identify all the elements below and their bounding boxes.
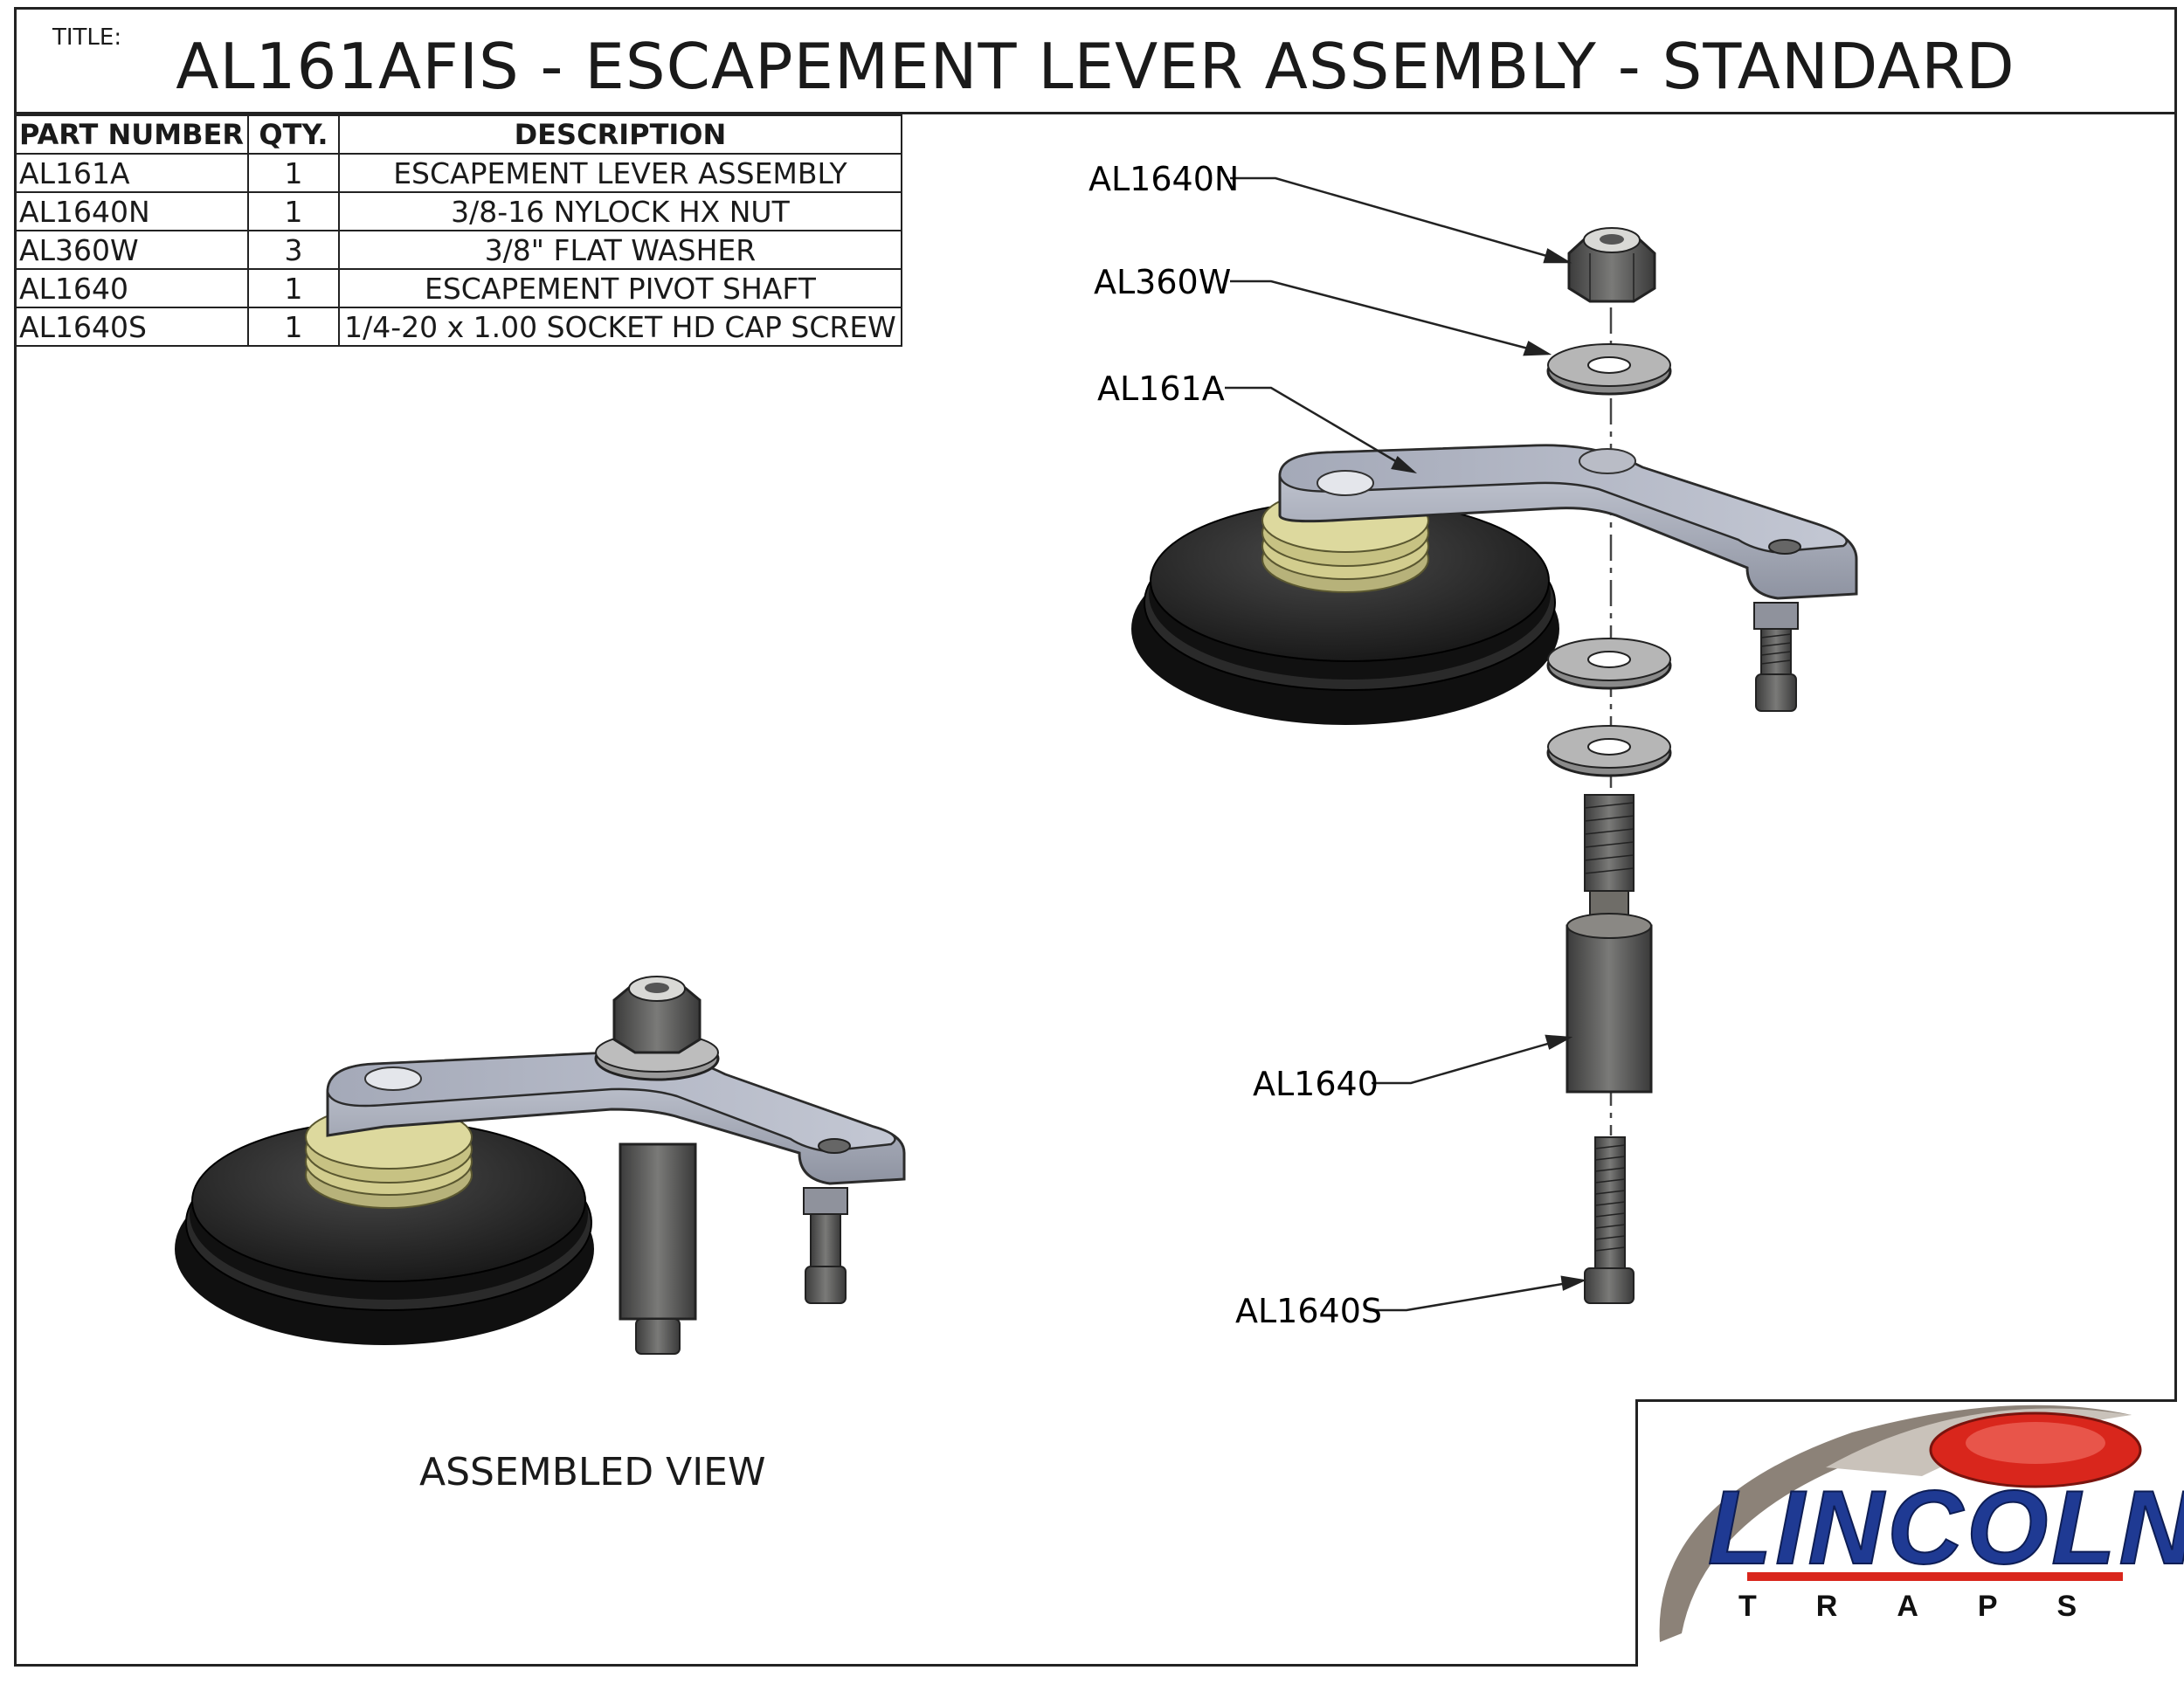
bom-qty: 1 bbox=[246, 191, 340, 231]
drawing-title: AL161AFIS - ESCAPEMENT LEVER ASSEMBLY - … bbox=[176, 30, 2015, 103]
bill-of-materials: PART NUMBER QTY. DESCRIPTION AL161A 1 ES… bbox=[14, 114, 902, 347]
lincoln-traps-logo: LINCOLN TRAPS bbox=[1659, 1405, 2184, 1642]
bom-description: 3/8-16 NYLOCK HX NUT bbox=[337, 191, 902, 231]
nylock-nut bbox=[1567, 227, 1656, 303]
bom-description: ESCAPEMENT LEVER ASSEMBLY bbox=[337, 153, 902, 193]
callout-washer: AL360W bbox=[1094, 263, 1231, 301]
bom-header-part-number: PART NUMBER bbox=[14, 114, 249, 155]
logo-sub: TRAPS bbox=[1738, 1590, 2136, 1623]
escapement-lever bbox=[1278, 444, 1858, 712]
flat-washer-top bbox=[1546, 343, 1672, 396]
title-block: TITLE: AL161AFIS - ESCAPEMENT LEVER ASSE… bbox=[14, 7, 2177, 114]
bom-description: 1/4-20 x 1.00 SOCKET HD CAP SCREW bbox=[337, 307, 902, 347]
callout-lever: AL161A bbox=[1097, 369, 1225, 408]
bom-header-description: DESCRIPTION bbox=[337, 114, 902, 155]
bom-qty: 1 bbox=[246, 153, 340, 193]
bom-part-number: AL1640N bbox=[14, 191, 249, 231]
exploded-view: AL1640N AL360W AL161A AL1640 AL1640S bbox=[1089, 160, 1858, 1330]
bom-header-row: PART NUMBER QTY. DESCRIPTION bbox=[14, 114, 902, 155]
bom-part-number: AL360W bbox=[14, 230, 249, 270]
assembled-view bbox=[175, 976, 906, 1355]
title-label: TITLE: bbox=[52, 24, 122, 51]
bom-qty: 1 bbox=[246, 268, 340, 308]
bom-part-number: AL1640 bbox=[14, 268, 249, 308]
bom-row: AL161A 1 ESCAPEMENT LEVER ASSEMBLY bbox=[14, 153, 902, 193]
bom-row: AL1640 1 ESCAPEMENT PIVOT SHAFT bbox=[14, 268, 902, 308]
callout-screw: AL1640S bbox=[1235, 1292, 1382, 1330]
bom-part-number: AL161A bbox=[14, 153, 249, 193]
bom-description: 3/8" FLAT WASHER bbox=[337, 230, 902, 270]
assembled-view-label: ASSEMBLED VIEW bbox=[419, 1450, 766, 1494]
drawing-frame bbox=[14, 7, 2177, 1667]
callout-shaft: AL1640 bbox=[1253, 1065, 1379, 1103]
bumper-wheel bbox=[1131, 488, 1559, 725]
bom-part-number: AL1640S bbox=[14, 307, 249, 347]
bom-description: ESCAPEMENT PIVOT SHAFT bbox=[337, 268, 902, 308]
bom-qty: 3 bbox=[246, 230, 340, 270]
bom-row: AL1640S 1 1/4-20 x 1.00 SOCKET HD CAP SC… bbox=[14, 307, 902, 347]
bom-row: AL360W 3 3/8" FLAT WASHER bbox=[14, 230, 902, 270]
bom-row: AL1640N 1 3/8-16 NYLOCK HX NUT bbox=[14, 191, 902, 231]
socket-cap-screw bbox=[1584, 1136, 1635, 1304]
callout-nut: AL1640N bbox=[1089, 160, 1239, 198]
bom-header-qty: QTY. bbox=[246, 114, 340, 155]
flat-washer-bottom bbox=[1546, 725, 1672, 777]
flat-washer-middle bbox=[1546, 638, 1672, 690]
leader-lines bbox=[1225, 176, 1587, 1312]
logo-brand: LINCOLN bbox=[1708, 1469, 2184, 1586]
bom-qty: 1 bbox=[246, 307, 340, 347]
pivot-shaft bbox=[1565, 794, 1653, 1094]
